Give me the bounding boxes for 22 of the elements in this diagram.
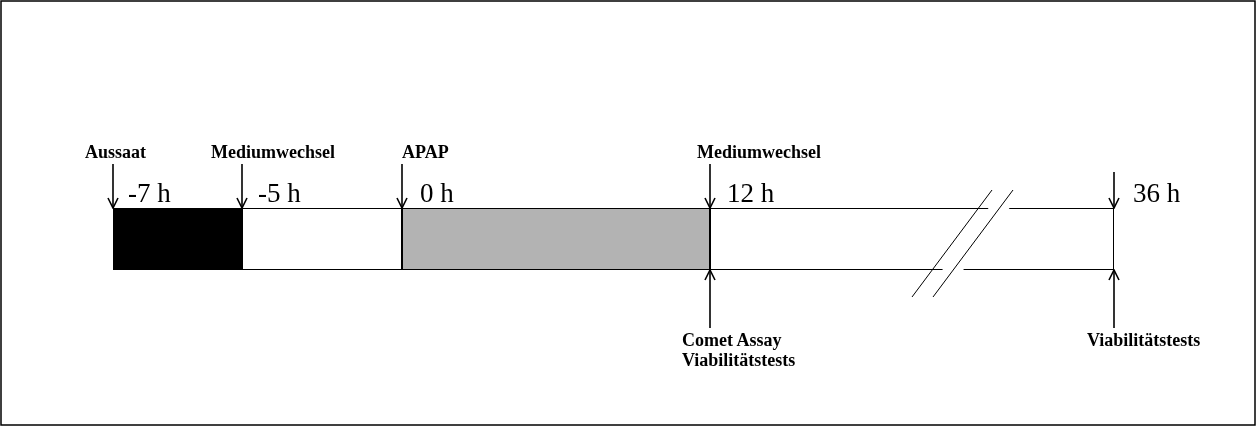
event-label: Aussaat <box>85 142 146 162</box>
arrow <box>1108 269 1120 329</box>
arrow <box>1108 171 1120 209</box>
timeline-segment <box>402 208 710 270</box>
time-label: 0 h <box>420 179 454 207</box>
event-label: Viabilitätstests <box>1087 330 1201 350</box>
result-label: Comet Assay <box>682 330 783 350</box>
time-label: -7 h <box>128 179 171 207</box>
result-label: Viabilitätstests <box>682 350 796 370</box>
event-label: Mediumwechsel <box>697 142 821 162</box>
arrow <box>396 163 408 209</box>
event-label: APAP <box>402 142 449 162</box>
timeline-segment <box>113 208 242 270</box>
arrow <box>107 163 119 209</box>
time-label: -5 h <box>258 179 301 207</box>
timeline-segment <box>242 208 402 270</box>
arrow <box>704 269 716 329</box>
time-label: 12 h <box>727 179 775 207</box>
event-label: Mediumwechsel <box>211 142 335 162</box>
time-label: 36 h <box>1133 179 1181 207</box>
arrow <box>704 163 716 209</box>
arrow <box>236 163 248 209</box>
